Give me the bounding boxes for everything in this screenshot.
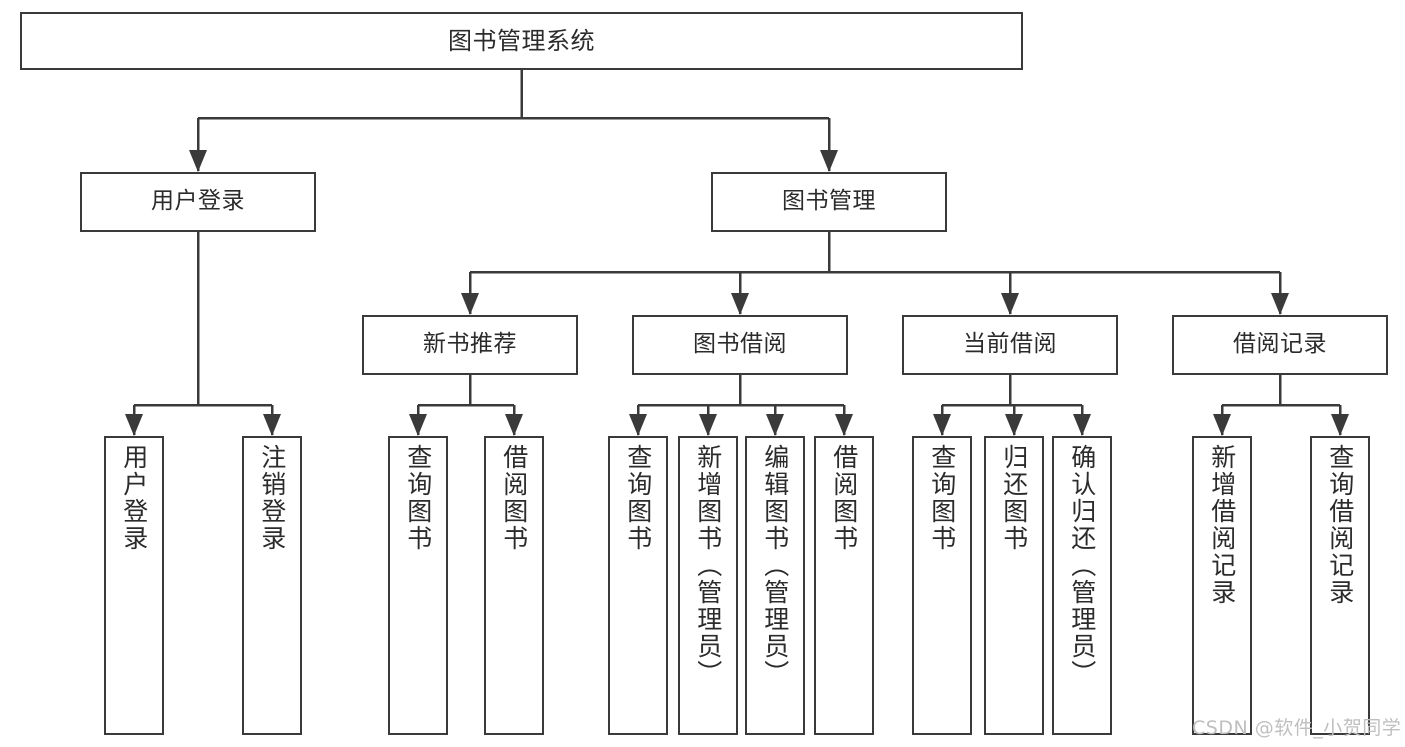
leaf-logout[interactable]: 注销登录	[242, 436, 302, 735]
node-label: 借阅图书	[829, 444, 859, 552]
leaf-user-login[interactable]: 用户登录	[104, 436, 164, 735]
leaf-borrow-book[interactable]: 借阅图书	[814, 436, 874, 735]
node-new-book-recommend[interactable]: 新书推荐	[362, 315, 578, 375]
node-book-management[interactable]: 图书管理	[711, 172, 947, 232]
node-label: 图书借阅	[693, 331, 787, 358]
leaf-query-book-current[interactable]: 查询图书	[912, 436, 972, 735]
leaf-confirm-return-admin[interactable]: 确认归还（管理员）	[1052, 436, 1112, 735]
leaf-borrow-book-recommend[interactable]: 借阅图书	[484, 436, 544, 735]
node-label: 图书管理系统	[448, 26, 595, 55]
leaf-query-book[interactable]: 查询图书	[608, 436, 668, 735]
node-current-borrow[interactable]: 当前借阅	[902, 315, 1118, 375]
node-label: 编辑图书（管理员）	[760, 444, 790, 687]
node-user-login[interactable]: 用户登录	[80, 172, 316, 232]
node-label: 新书推荐	[423, 331, 517, 358]
node-label: 查询图书	[623, 444, 653, 552]
node-label: 用户登录	[119, 444, 149, 552]
node-label: 新增借阅记录	[1207, 444, 1237, 606]
node-label: 查询借阅记录	[1325, 444, 1355, 606]
leaf-add-book-admin[interactable]: 新增图书（管理员）	[678, 436, 738, 735]
node-label: 用户登录	[151, 188, 245, 215]
node-label: 归还图书	[999, 444, 1029, 552]
node-label: 注销登录	[257, 444, 287, 552]
node-label: 借阅记录	[1233, 331, 1327, 358]
leaf-query-book-recommend[interactable]: 查询图书	[388, 436, 448, 735]
node-label: 确认归还（管理员）	[1067, 444, 1097, 687]
node-label: 图书管理	[782, 188, 876, 215]
node-label: 当前借阅	[963, 331, 1057, 358]
node-borrow-record[interactable]: 借阅记录	[1172, 315, 1388, 375]
node-label: 查询图书	[403, 444, 433, 552]
node-label: 新增图书（管理员）	[693, 444, 723, 687]
node-label: 查询图书	[927, 444, 957, 552]
node-root[interactable]: 图书管理系统	[20, 12, 1023, 70]
leaf-add-borrow-record[interactable]: 新增借阅记录	[1192, 436, 1252, 735]
leaf-return-book[interactable]: 归还图书	[984, 436, 1044, 735]
node-book-borrow[interactable]: 图书借阅	[632, 315, 848, 375]
node-label: 借阅图书	[499, 444, 529, 552]
leaf-query-borrow-record[interactable]: 查询借阅记录	[1310, 436, 1370, 735]
leaf-edit-book-admin[interactable]: 编辑图书（管理员）	[745, 436, 805, 735]
